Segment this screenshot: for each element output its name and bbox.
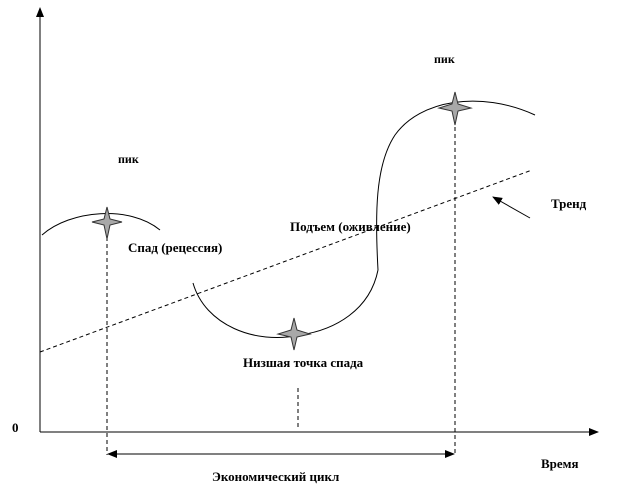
trough-label: Низшая точка спада [243,355,364,370]
trend-label: Тренд [551,196,587,211]
recession-label: Спад (рецессия) [128,240,222,255]
x-axis-label: Время [541,456,579,471]
peak-left-label: пик [118,152,139,166]
origin-label: 0 [12,420,19,435]
recovery-label: Подъем (оживление) [290,219,411,234]
trough-star-icon [276,317,312,351]
peak-right-label: пик [434,52,455,66]
cycle-curve-peak-left [41,213,161,236]
cycle-label: Экономический цикл [212,469,339,484]
cycle-curve-recession [192,269,379,339]
cycle-curve-recovery [376,100,536,271]
peak-left-star-icon [91,206,123,240]
peak-right-star-icon [437,91,473,126]
trend-pointer-arrow [492,196,531,219]
trend-line [39,169,533,353]
